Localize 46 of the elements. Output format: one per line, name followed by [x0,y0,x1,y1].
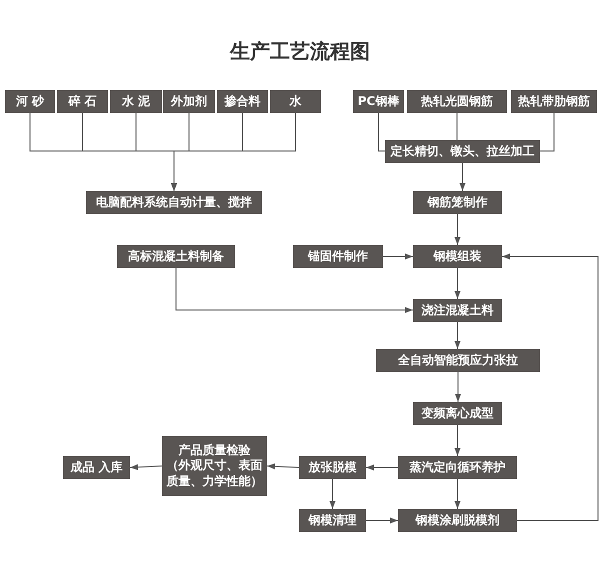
connector-line [456,112,458,140]
process-box: 钢筋笼制作 [413,191,502,214]
process-box: 钢模涂刷脱模剂 [398,509,517,532]
process-box: 锚固件制作 [293,245,383,268]
connector-line [540,112,554,152]
process-box: 蒸汽定向循环养护 [398,456,517,479]
arrow [454,268,460,300]
arrow [366,464,398,470]
process-box [162,436,267,496]
process-box: 外加剂 [163,90,215,113]
arrow [455,372,461,402]
arrow [330,478,336,510]
process-box: 热轧带肋钢筋 [511,90,597,113]
process-box: 浇注混凝土料 [413,299,502,322]
process-box: 钢模清理 [299,509,366,532]
process-box: 水 [270,90,321,113]
process-box: 热轧光圆钢筋 [407,90,507,113]
box-text: （外观尺寸、表面质量、力学性能） [166,458,264,490]
process-box: 碎 石 [57,90,108,113]
process-box: 电脑配料系统自动计量、搅拌 [86,191,262,214]
diagram-title: 生产工艺流程图 [228,38,371,65]
process-box: 高标混凝土料制备 [117,245,235,268]
arrow [130,464,162,470]
arrow [382,254,414,260]
process-box: 钢模组装 [413,245,502,268]
process-box: 定长精切、镦头、拉丝加工 [385,140,540,163]
arrow [502,254,598,521]
arrow [460,162,466,192]
arrow [454,478,460,510]
arrow [454,214,460,246]
arrow [266,463,300,470]
process-box: PC钢棒 [353,90,404,113]
arrow [176,268,414,313]
connector-line [378,112,386,152]
process-box: 掺合料 [217,90,268,113]
arrow [366,518,398,524]
process-box: 全自动智能预应力张拉 [376,349,540,372]
process-box: 成品 入库 [63,456,130,479]
process-box: 放张脱模 [299,456,366,479]
arrow [454,424,460,456]
arrow [454,322,460,350]
arrow [171,112,296,192]
process-box: 河 砂 [5,90,55,113]
box-heading: 产品质量检验 [178,442,252,458]
process-box: 水 泥 [110,90,162,113]
process-box: 变频离心成型 [413,402,502,425]
